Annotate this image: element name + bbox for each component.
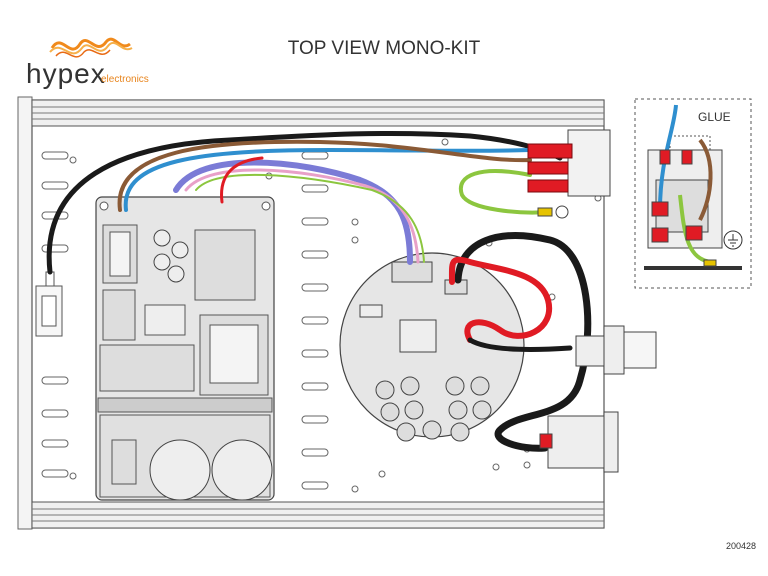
middle-vent-slots: [301, 151, 329, 490]
wire-red-black-psu: [220, 156, 264, 204]
wiring: [46, 130, 592, 452]
glue-label: GLUE: [698, 110, 731, 124]
wire-red-amp: [448, 256, 553, 343]
detail-inset: [634, 98, 752, 289]
hypex-logo: hypex electronics: [22, 30, 182, 90]
amplifier-module-board: [339, 252, 525, 442]
logo-wave-icon: [49, 37, 133, 58]
power-supply-board: [95, 196, 275, 501]
wire-brown-mains: [117, 139, 532, 212]
speaker-connector: [575, 325, 657, 375]
logo-wordmark: hypex: [26, 58, 106, 89]
wire-blue-mains: [123, 147, 532, 212]
mains-switch: [527, 129, 611, 219]
wire-green-yellow-earth: [458, 169, 550, 215]
ground-symbol-icon: [723, 230, 743, 250]
document-number: 200428: [725, 541, 756, 551]
logo-subtitle: electronics: [101, 74, 149, 85]
wire-harness: [173, 159, 413, 265]
page-title: TOP VIEW MONO-KIT: [287, 38, 481, 59]
wire-black-switch: [46, 130, 563, 275]
input-connector: [539, 411, 619, 473]
